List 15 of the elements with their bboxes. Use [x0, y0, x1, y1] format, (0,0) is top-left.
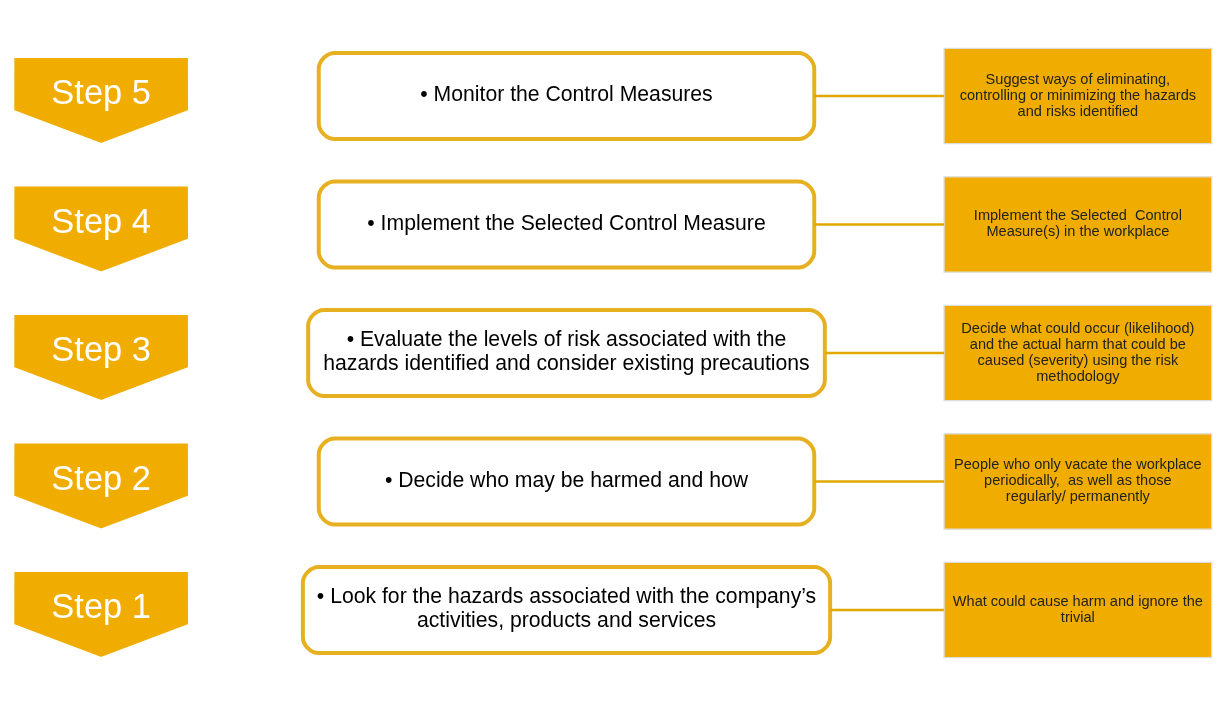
- node-box: • Evaluate the levels of risk associated with the hazards identified and consider existing precautions: [306, 307, 827, 399]
- node-box: Decide what could occur (likelihood) and the actual harm that could be caused (severity) using the risk methodology: [943, 304, 1213, 402]
- node-box: • Monitor the Control Measures: [316, 50, 817, 142]
- node-box: • Implement the Selected Control Measure: [316, 179, 817, 270]
- node-box: Implement the Selected Control Measure(s) in the workplace: [943, 176, 1213, 273]
- connector: [825, 351, 944, 355]
- node-box: Suggest ways of eliminating, controlling or minimizing the hazards and risks identified: [943, 47, 1213, 145]
- connector: [814, 480, 944, 483]
- connector: [814, 94, 944, 98]
- connector: [830, 608, 944, 612]
- node-box: • Decide who may be harmed and how: [316, 436, 817, 527]
- node-box: • Look for the hazards associated with the company’s activities, products and services: [300, 564, 833, 656]
- connector: [814, 223, 944, 226]
- node-box: What could cause harm and ignore the trivial: [943, 561, 1213, 659]
- node-box: People who only vacate the workplace periodically, as well as those regularly/ permanently: [943, 433, 1213, 530]
